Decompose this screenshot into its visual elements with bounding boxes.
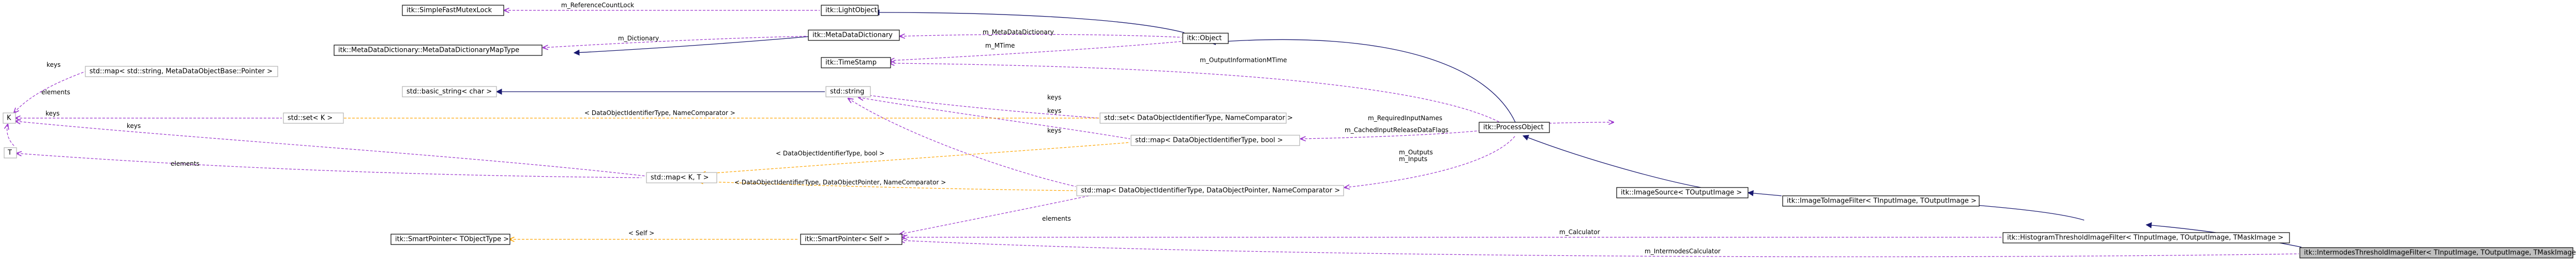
node-map-string-metadata-pointer[interactable]: std::map< std::string, MetaDataObjectBas…: [85, 66, 278, 77]
label-elements-3: elements: [1042, 215, 1071, 222]
node-label: itk::ImageToImageFilter< TInputImage, TO…: [1787, 197, 1977, 205]
node-smart-pointer-tobject[interactable]: itk::SmartPointer< TObjectType >: [390, 234, 510, 245]
label-mtime: m_MTime: [985, 42, 1015, 49]
edge-k-to-mapkt: [16, 121, 647, 177]
node-label: itk::IntermodesThresholdImageFilter< TIn…: [2304, 249, 2576, 257]
node-set-dataobject-identifier[interactable]: std::set< DataObjectIdentifierType, Name…: [1099, 112, 1293, 124]
node-map-dataobject-bool[interactable]: std::map< DataObjectIdentifierType, bool…: [1131, 135, 1300, 146]
node-label: std::string: [830, 88, 864, 96]
label-elements-1: elements: [41, 89, 70, 96]
node-image-to-image-filter[interactable]: itk::ImageToImageFilter< TInputImage, TO…: [1782, 195, 1980, 207]
edge-mapkt-to-map-bool: [701, 142, 1131, 174]
edge-lightobject-to-object: [873, 9, 1185, 33]
edge-mappointer-to-processobject: [1345, 135, 1516, 188]
node-t[interactable]: T: [4, 147, 17, 159]
node-process-object[interactable]: itk::ProcessObject: [1479, 122, 1550, 133]
edges: [7, 9, 2302, 257]
edge-string-to-map-bool: [858, 97, 1131, 139]
edge-mapbool-to-processobject: [1301, 130, 1482, 139]
node-label: itk::LightObject: [825, 7, 877, 15]
edge-string-to-map-pointer: [848, 98, 1076, 187]
node-label: itk::SmartPointer< TObjectType >: [395, 236, 509, 243]
edge-labels: m_ReferenceCountLock m_Dictionary m_Meta…: [41, 2, 1721, 255]
label-metadata-dictionary: m_MetaDataDictionary: [983, 28, 1054, 36]
node-image-source[interactable]: itk::ImageSource< TOutputImage >: [1616, 187, 1749, 198]
node-label: std::map< K, T >: [651, 174, 709, 182]
edge-dictionary-to-object: [900, 34, 1182, 37]
node-label: itk::ImageSource< TOutputImage >: [1621, 189, 1742, 197]
label-keys-1: keys: [47, 61, 61, 68]
node-map-k-t[interactable]: std::map< K, T >: [646, 172, 717, 183]
label-keys-6: keys: [1047, 127, 1061, 134]
node-label: std::map< std::string, MetaDataObjectBas…: [89, 68, 273, 76]
edge-smartpointer-self-to-mappointer: [900, 194, 1097, 234]
edge-string-to-set-dataobject: [861, 94, 1099, 119]
edge-k-to-map-string: [14, 71, 86, 113]
edge-timestamp-to-object: [890, 41, 1182, 61]
node-label: itk::ProcessObject: [1483, 124, 1544, 132]
label-elements-2: elements: [171, 160, 200, 167]
edge-mapping-to-dictionary-map-type: [573, 36, 812, 56]
label-dictionary: m_Dictionary: [618, 35, 659, 42]
node-smart-pointer-self[interactable]: itk::SmartPointer< Self >: [800, 234, 902, 245]
node-label: std::map< DataObjectIdentifierType, bool…: [1135, 137, 1283, 145]
node-intermodes-threshold-filter[interactable]: itk::IntermodesThresholdImageFilter< TIn…: [2299, 247, 2576, 258]
node-label: std::basic_string< char >: [406, 88, 492, 96]
node-std-string[interactable]: std::string: [825, 86, 871, 97]
node-time-stamp[interactable]: itk::TimeStamp: [821, 57, 891, 68]
edge-object-to-processobject: [1209, 39, 1516, 123]
node-metadata-dictionary-map-type[interactable]: itk::MetaDataDictionary::MetaDataDiction…: [334, 45, 543, 56]
node-histogram-threshold-filter[interactable]: itk::HistogramThresholdImageFilter< TInp…: [2002, 232, 2290, 243]
node-label: itk::SimpleFastMutexLock: [406, 7, 492, 15]
edge-processobject-to-imagesource: [1522, 135, 1707, 189]
label-dataobject-pointer-comparator: < DataObjectIdentifierType, DataObjectPo…: [734, 179, 946, 186]
node-light-object[interactable]: itk::LightObject: [821, 5, 879, 16]
node-basic-string[interactable]: std::basic_string< char >: [402, 86, 497, 97]
label-calculator: m_Calculator: [1559, 228, 1600, 236]
node-map-dataobject-pointer[interactable]: std::map< DataObjectIdentifierType, Data…: [1076, 185, 1344, 196]
label-intermodes-calculator: m_IntermodesCalculator: [1645, 248, 1721, 255]
label-self: < Self >: [628, 229, 654, 237]
label-keys-2: keys: [46, 110, 59, 117]
node-label: T: [7, 149, 12, 157]
edge-timestamp-to-processobject: [890, 63, 1500, 123]
node-label: K: [7, 114, 11, 122]
node-label: itk::TimeStamp: [825, 59, 877, 67]
node-label: itk::Object: [1187, 35, 1222, 42]
label-required-input-names: m_RequiredInputNames: [1368, 114, 1442, 122]
label-outputs: m_Outputs: [1399, 149, 1433, 156]
edge-smartpointer-self-to-intermodes: [900, 240, 2299, 257]
node-label: std::map< DataObjectIdentifierType, Data…: [1081, 187, 1340, 195]
label-cached-input-release: m_CachedInputReleaseDataFlags: [1345, 126, 1449, 134]
node-label: itk::HistogramThresholdImageFilter< TInp…: [2007, 234, 2283, 242]
node-simple-fast-mutex-lock[interactable]: itk::SimpleFastMutexLock: [402, 5, 504, 16]
edge-t-to-mapkt: [17, 153, 642, 178]
nodes: itk::SimpleFastMutexLock itk::LightObjec…: [3, 5, 2576, 258]
label-dataobject-bool: < DataObjectIdentifierType, bool >: [776, 150, 884, 157]
label-keys-5: keys: [1047, 107, 1061, 114]
label-reference-count-lock: m_ReferenceCountLock: [561, 2, 634, 9]
edge-imagesource-to-imagetoimage: [1747, 190, 1782, 196]
node-label: itk::MetaDataDictionary: [812, 32, 893, 39]
node-k[interactable]: K: [3, 112, 16, 124]
label-keys-4: keys: [1047, 94, 1061, 101]
label-keys-3: keys: [127, 122, 141, 130]
label-inputs: m_Inputs: [1399, 155, 1427, 163]
node-label: std::set< DataObjectIdentifierType, Name…: [1104, 114, 1293, 122]
edge-maptype-to-dictionary: [543, 36, 807, 48]
label-output-information-mtime: m_OutputInformationMTime: [1200, 56, 1287, 64]
node-metadata-dictionary[interactable]: itk::MetaDataDictionary: [808, 30, 900, 41]
node-object[interactable]: itk::Object: [1182, 33, 1229, 44]
node-std-set-k[interactable]: std::set< K >: [283, 112, 344, 124]
node-label: itk::MetaDataDictionary::MetaDataDiction…: [338, 47, 519, 54]
node-label: itk::SmartPointer< Self >: [805, 236, 890, 243]
label-dataobject-name-comparator: < DataObjectIdentifierType, NameComparat…: [584, 109, 735, 117]
node-label: std::set< K >: [288, 114, 333, 122]
edge-k-loop: [7, 124, 15, 147]
